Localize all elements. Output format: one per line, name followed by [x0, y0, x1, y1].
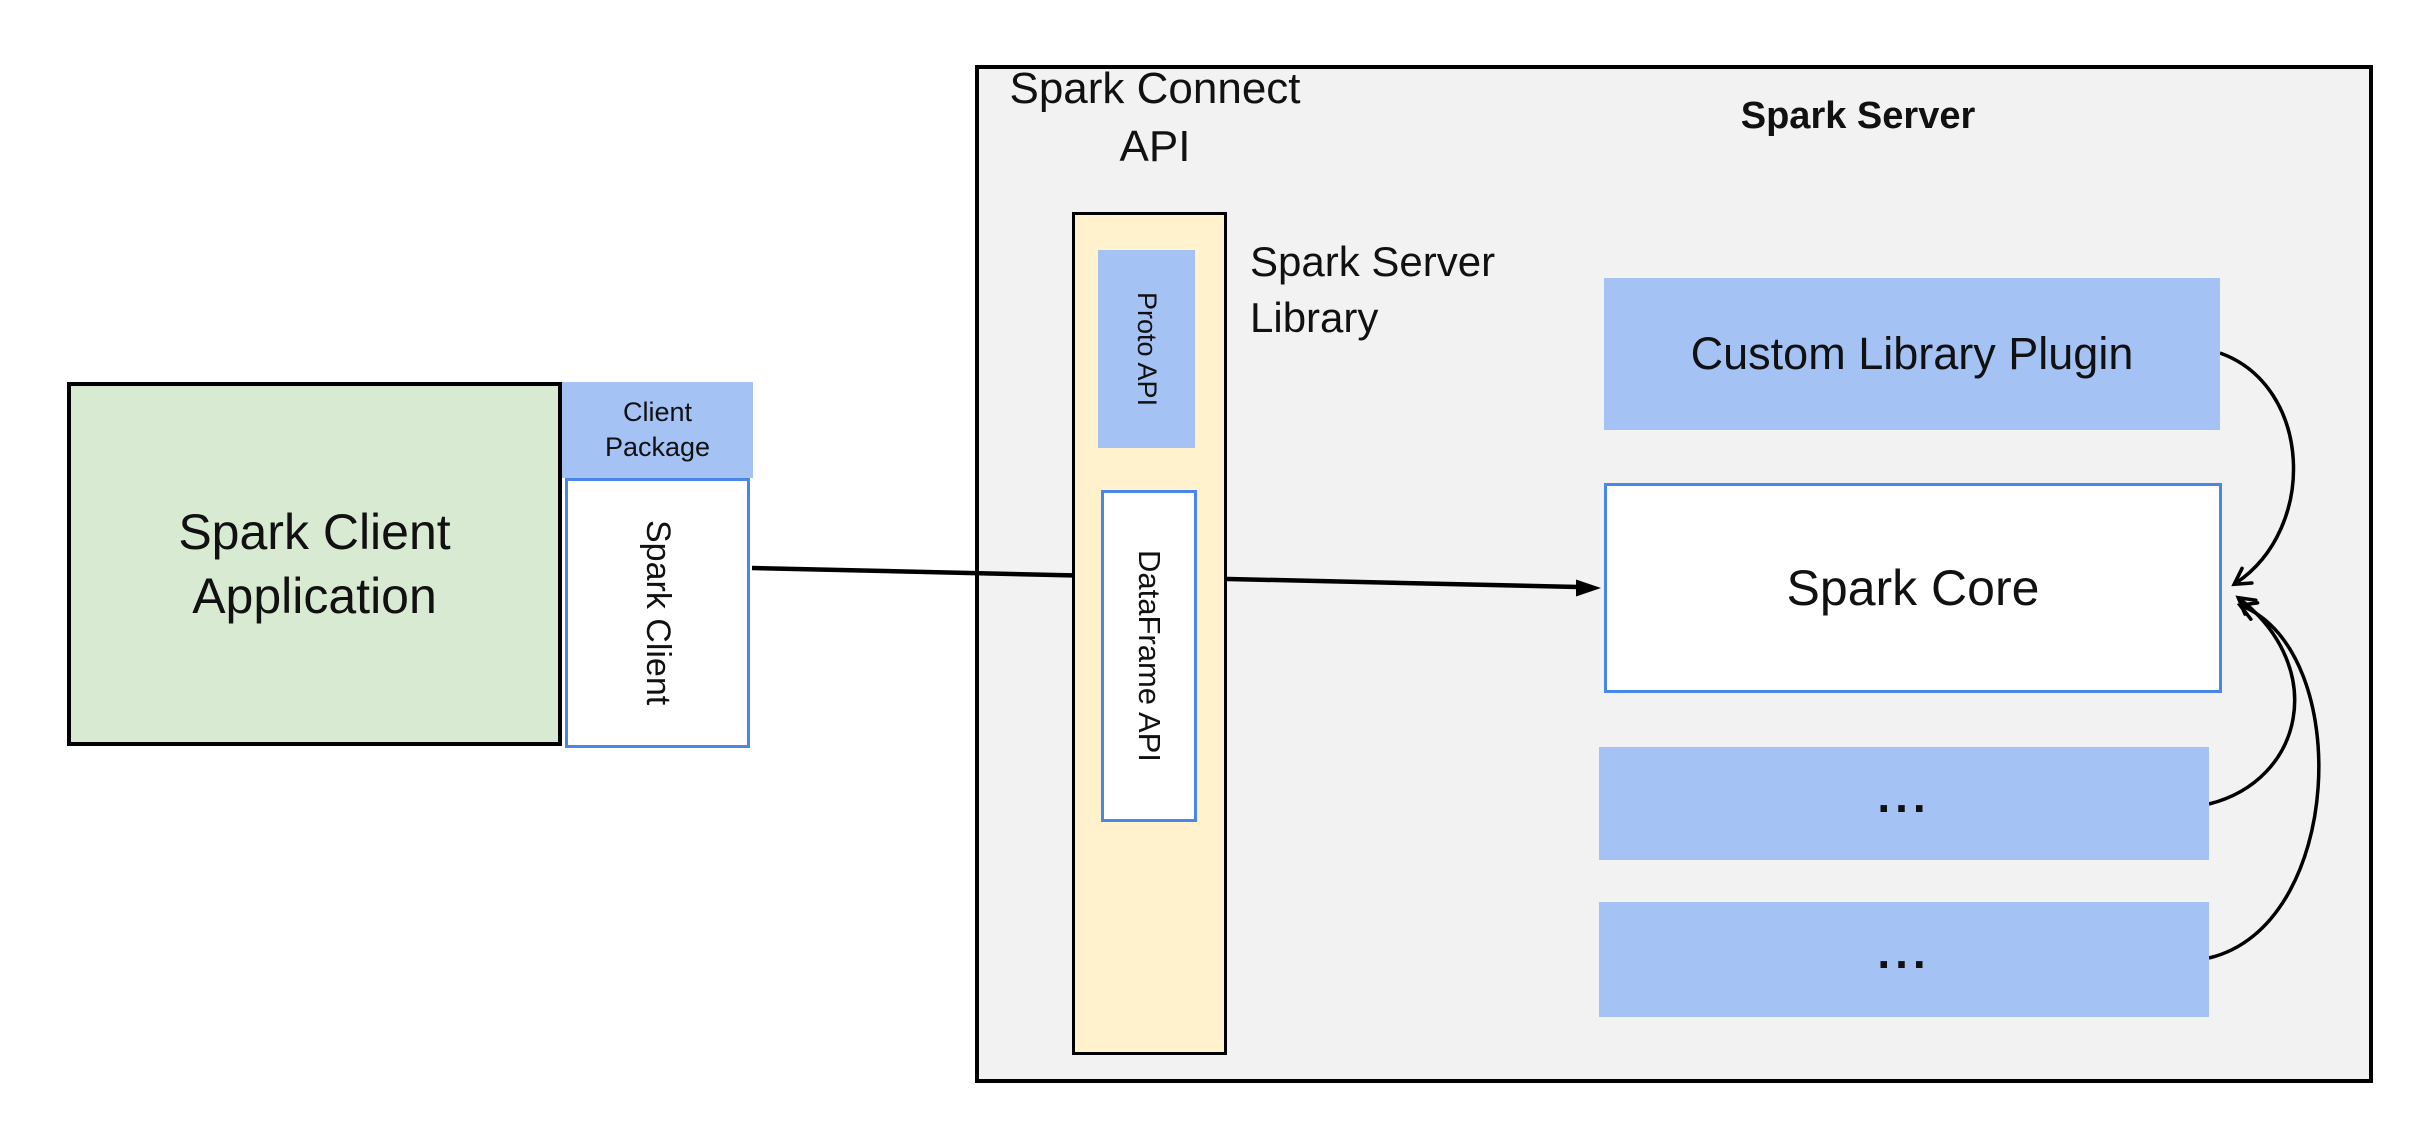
spark-connect-api-line2: API: [1119, 122, 1191, 171]
more-plugins-box-top: ...: [1599, 747, 2209, 860]
client-app-line1: Spark Client: [178, 504, 451, 560]
client-package-box: Client Package: [562, 382, 753, 478]
dataframe-api-box: DataFrame API: [1101, 490, 1197, 822]
spark-client-application-box: Spark Client Application: [67, 382, 562, 746]
client-app-line2: Application: [192, 568, 437, 624]
custom-library-plugin-box: Custom Library Plugin: [1604, 278, 2220, 430]
more-plugins-top-label: ...: [1877, 769, 1931, 822]
spark-server-title: Spark Server: [1740, 95, 1976, 137]
dataframe-api-label: DataFrame API: [1132, 550, 1167, 762]
client-package-line1: Client: [622, 397, 693, 427]
more-plugins-box-bottom: ...: [1599, 902, 2209, 1017]
spark-core-label: Spark Core: [1786, 560, 2040, 616]
custom-library-plugin-label: Custom Library Plugin: [1690, 328, 2134, 379]
spark-connect-api-bar: [1072, 212, 1227, 1055]
client-package-line2: Package: [604, 432, 711, 462]
proto-api-label: Proto API: [1132, 291, 1162, 407]
spark-server-library-label: Spark Server Library: [1250, 234, 1580, 346]
spark-server-library-line2: Library: [1250, 294, 1379, 341]
more-plugins-bottom-label: ...: [1877, 925, 1931, 978]
spark-client-label: Spark Client: [639, 520, 677, 706]
spark-server-library-line1: Spark Server: [1250, 238, 1496, 285]
spark-connect-api-line1: Spark Connect: [1009, 64, 1301, 113]
proto-api-box: Proto API: [1098, 250, 1195, 448]
spark-client-box: Spark Client: [565, 478, 750, 748]
spark-connect-api-label: Spark Connect API: [990, 60, 1320, 176]
spark-core-box: Spark Core: [1604, 483, 2222, 693]
